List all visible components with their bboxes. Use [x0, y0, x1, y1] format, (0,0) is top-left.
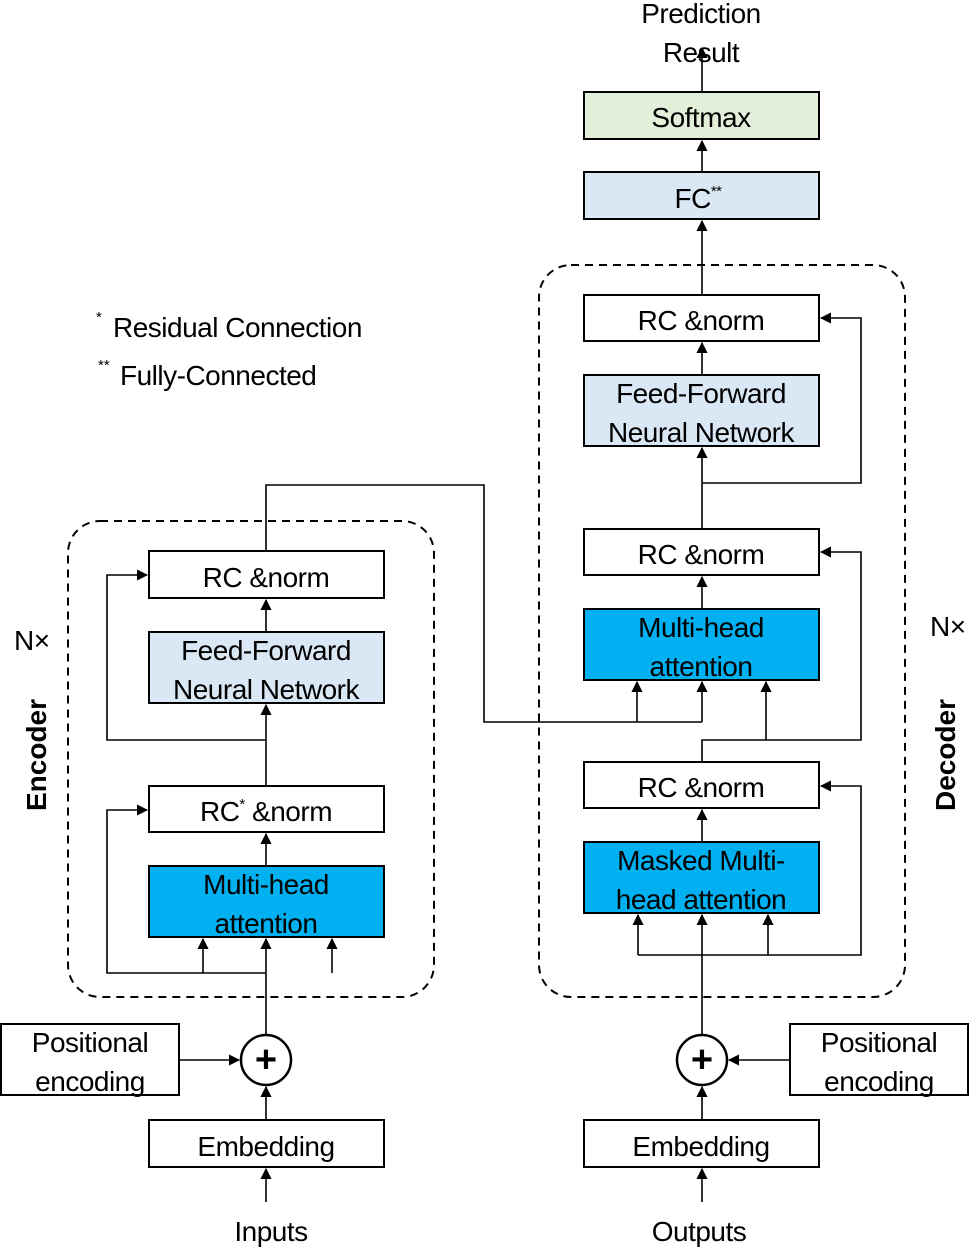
encoder-rc-norm-bottom-label: RC* &norm — [200, 796, 332, 827]
encoder-block-frame — [67, 520, 435, 998]
encoder-rc-norm-bottom-box — [148, 785, 385, 833]
decoder-rc-norm-top-box — [583, 294, 820, 342]
legend-rc-text: Residual Connection — [113, 312, 362, 343]
decoder-positional-label-line1: Positional — [821, 1027, 937, 1058]
encoder: N× Encoder RC &norm Feed-Forward Neural … — [0, 484, 708, 1247]
legend-fc-mark: ** — [98, 357, 110, 374]
decoder-side-label: Decoder — [930, 699, 961, 811]
encoder-mha-label-line1: Multi-head — [203, 869, 329, 900]
decoder-rc-norm-bottom-label: RC &norm — [638, 772, 765, 803]
encoder-positional-label-line2: encoding — [35, 1066, 145, 1097]
decoder-masked-mha-label-line1: Masked Multi- — [617, 845, 785, 876]
decoder-repeat-label: N× — [930, 611, 966, 642]
decoder-rc-norm-bottom-box — [583, 761, 820, 809]
encoder-ffn-label-line1: Feed-Forward — [181, 635, 351, 666]
decoder-rc-norm-mid-box — [583, 528, 820, 576]
prediction-result-line1: Prediction — [641, 0, 761, 29]
encoder-repeat-label: N× — [14, 625, 50, 656]
decoder-rc-norm-top-label: RC &norm — [638, 305, 765, 336]
fc-box — [583, 171, 820, 220]
decoder-positional-label-line2: encoding — [824, 1066, 934, 1097]
encoder-embedding-label: Embedding — [197, 1131, 334, 1162]
fc-label: FC** — [674, 183, 722, 214]
legend-rc-mark: * — [96, 309, 102, 326]
encoder-input-label: Inputs — [234, 1216, 307, 1247]
decoder-adder-symbol: + — [691, 1039, 713, 1081]
decoder-mha-label-line2: attention — [650, 651, 753, 682]
encoder-adder-symbol: + — [255, 1039, 277, 1081]
decoder-block-frame — [538, 264, 906, 998]
decoder-ffn-label-line2: Neural Network — [608, 417, 795, 448]
encoder-positional-box — [0, 1023, 180, 1096]
encoder-side-label: Encoder — [21, 699, 52, 811]
decoder-rc-norm-mid-label: RC &norm — [638, 539, 765, 570]
encoder-mha-label-line2: attention — [215, 908, 318, 939]
legend: * Residual Connection ** Fully-Connected — [96, 309, 362, 391]
decoder-mha-label-line1: Multi-head — [638, 612, 764, 643]
encoder-embedding-box — [148, 1119, 385, 1168]
decoder-masked-mha-label-line2: head attention — [616, 884, 787, 915]
decoder-ffn-label-line1: Feed-Forward — [616, 378, 786, 409]
encoder-positional-label-line1: Positional — [32, 1027, 148, 1058]
decoder-positional-box — [789, 1023, 969, 1096]
encoder-rc-norm-top-label: RC &norm — [203, 562, 330, 593]
decoder-input-label: Outputs — [652, 1216, 747, 1247]
decoder: N× Decoder RC &norm Feed-Forward Neural … — [538, 219, 969, 1247]
decoder-embedding-label: Embedding — [632, 1131, 769, 1162]
encoder-mha-box — [148, 865, 385, 938]
softmax-label: Softmax — [651, 102, 751, 133]
encoder-ffn-label-line2: Neural Network — [173, 674, 360, 705]
legend-fc-text: Fully-Connected — [120, 360, 316, 391]
output-head: FC** Softmax Prediction Result — [583, 0, 820, 220]
